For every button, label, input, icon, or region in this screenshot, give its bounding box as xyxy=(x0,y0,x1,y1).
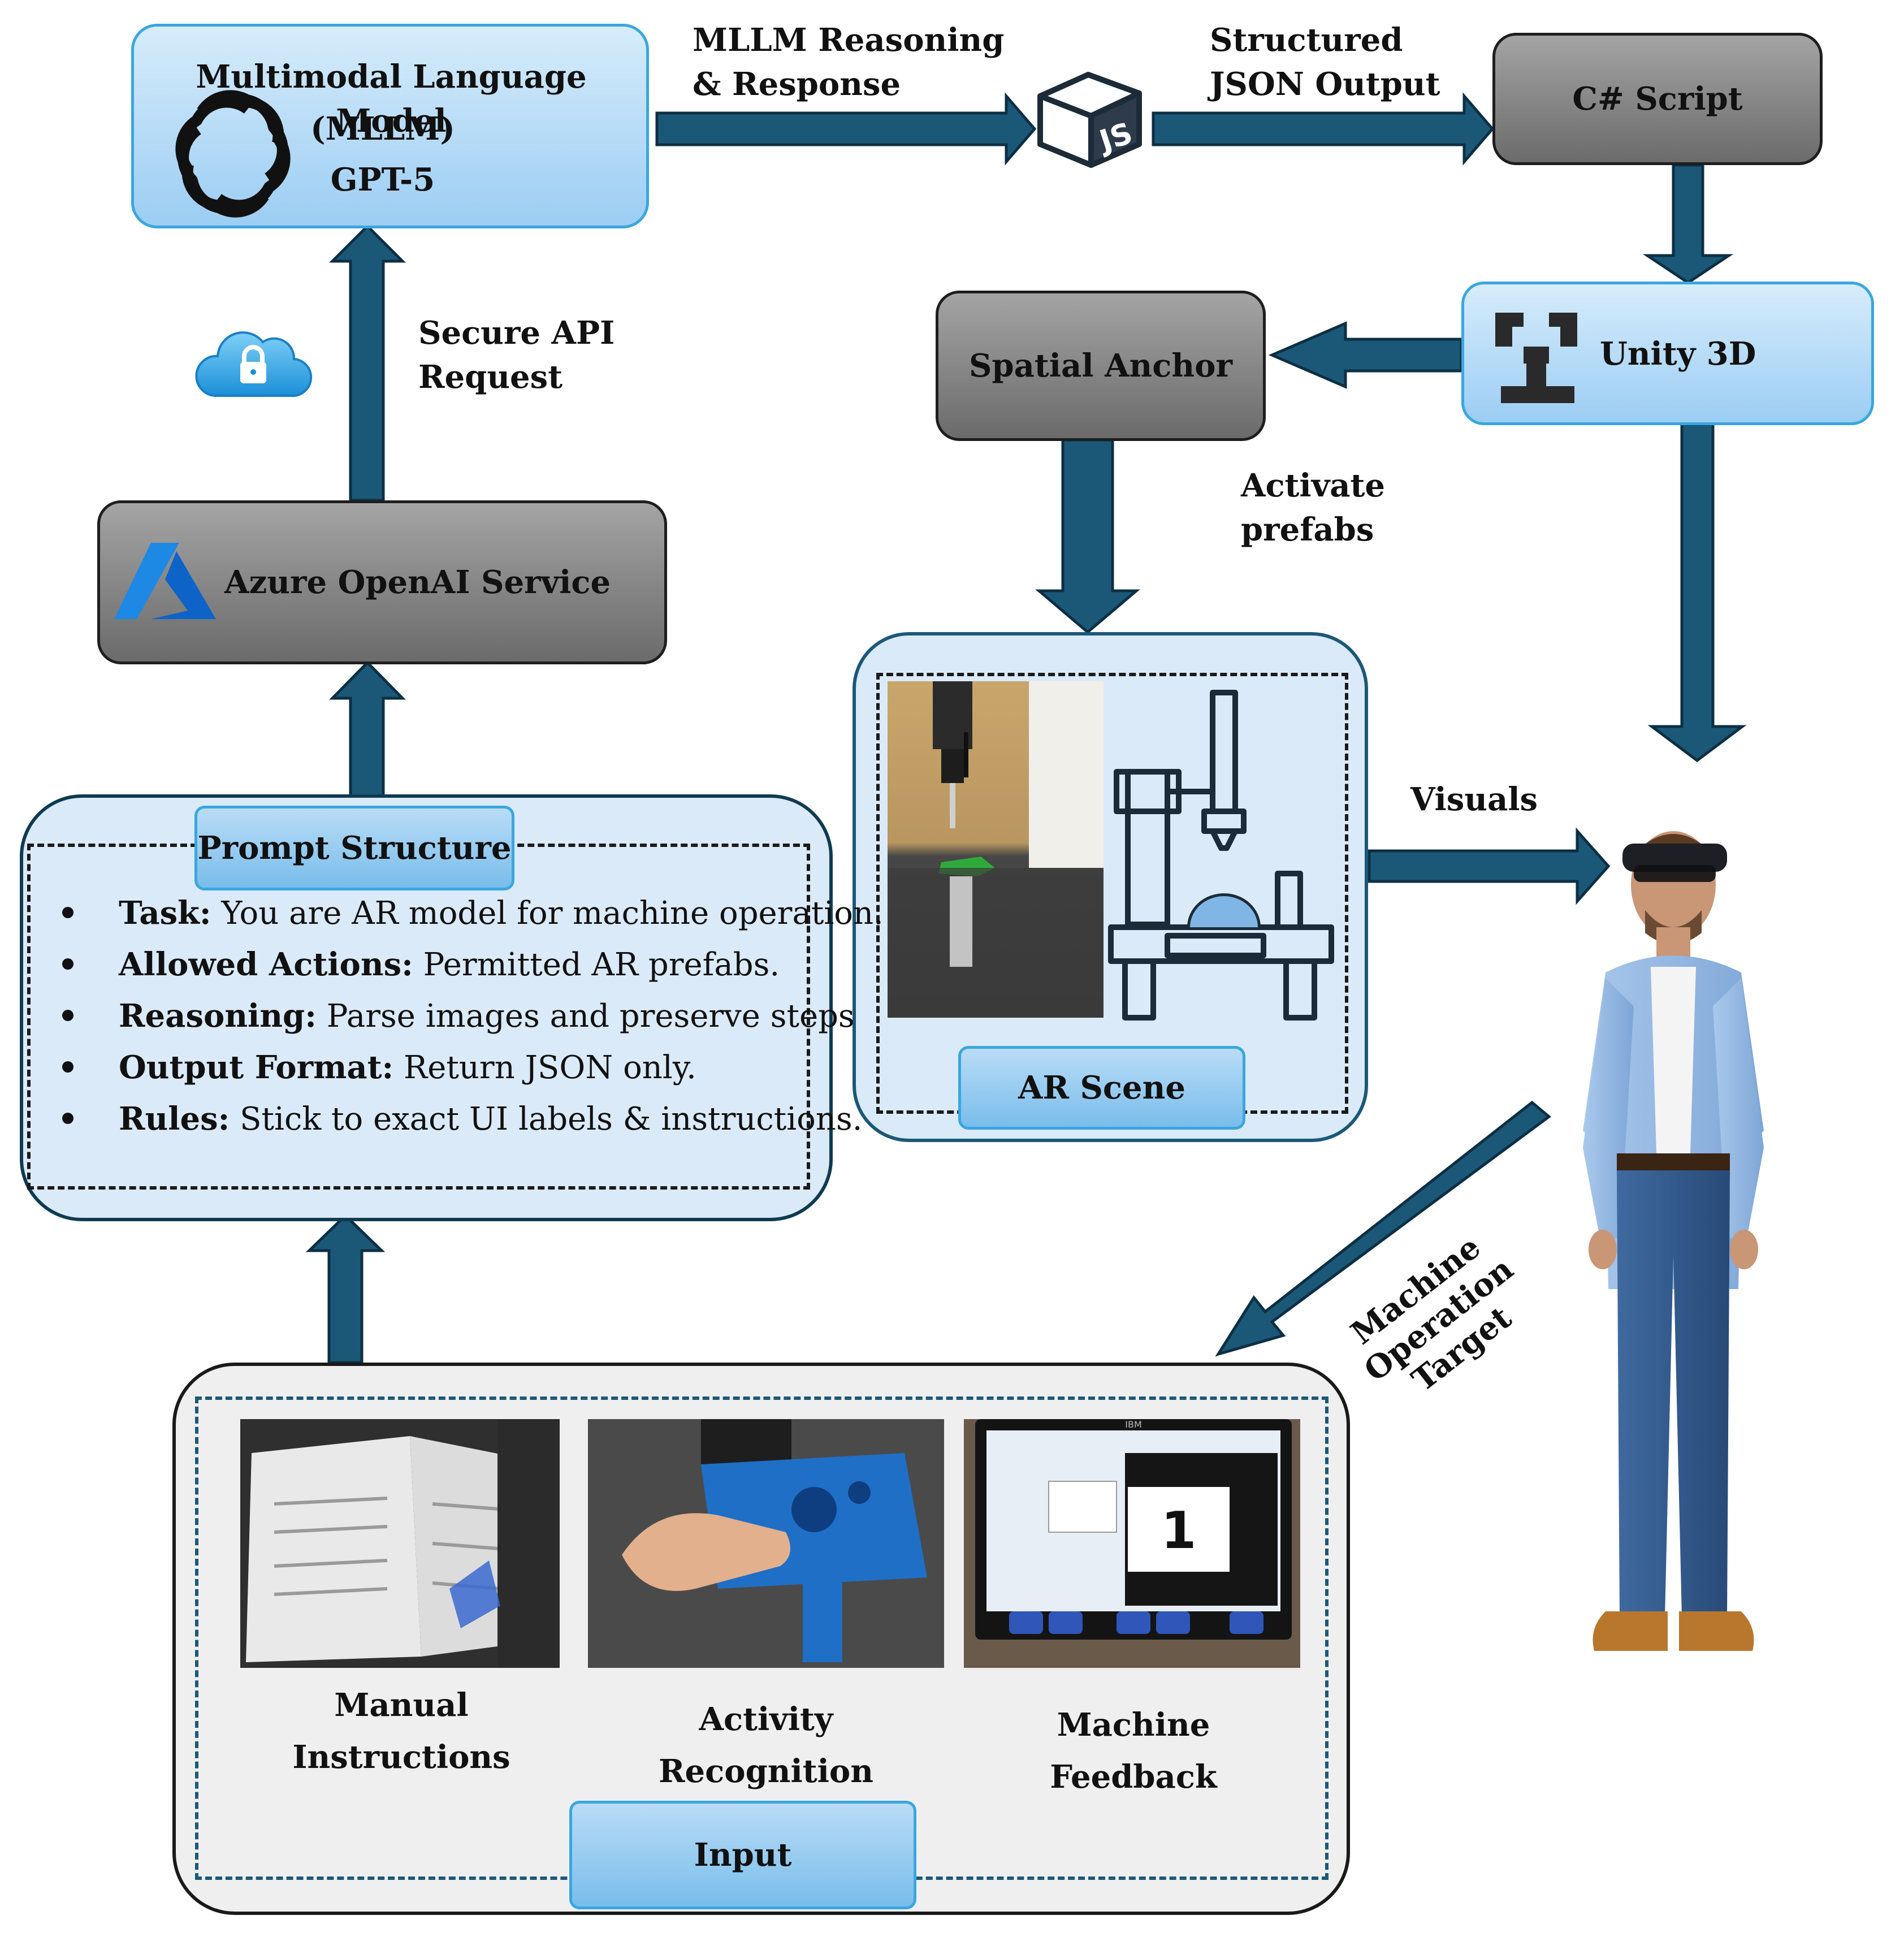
mllm-subtitle: (MLLM) xyxy=(310,110,455,148)
arrow-input-to-prompt xyxy=(305,1213,386,1364)
manual-instructions-label: Manual Instructions xyxy=(292,1687,510,1776)
input-label: Input xyxy=(569,1801,916,1909)
arrow-azure-to-mllm xyxy=(328,224,406,502)
label-mllm-reasoning: MLLM Reasoning & Response xyxy=(693,21,1005,103)
label-visuals: Visuals xyxy=(1410,781,1538,818)
spatial-anchor-box: Spatial Anchor xyxy=(936,291,1266,441)
bullet-icon xyxy=(62,1061,73,1073)
prompt-rule-item: Output Format: Return JSON only. xyxy=(51,1042,884,1093)
arrow-user-to-input xyxy=(1215,1100,1552,1357)
csharp-script-box: C# Script xyxy=(1492,33,1823,165)
mllm-box: Multimodal Language Model (MLLM) GPT-5 xyxy=(131,24,649,228)
unity-label: Unity 3D xyxy=(1600,335,1756,373)
label-secure-api: Secure API Request xyxy=(418,314,615,396)
azure-logo-icon xyxy=(114,543,216,619)
unity-box: Unity 3D xyxy=(1461,282,1874,425)
bullet-icon xyxy=(62,1113,73,1124)
csharp-script-label: C# Script xyxy=(1572,80,1743,118)
manual-instructions-photo xyxy=(240,1419,560,1668)
label-structured-json: Structured JSON Output xyxy=(1210,21,1440,103)
arrow-mllm-to-json xyxy=(655,92,1037,166)
js-cube-icon: JS xyxy=(1037,72,1142,168)
machine-feedback-photo: 1 IBM xyxy=(964,1419,1300,1668)
machine-feedback-label: Machine Feedback xyxy=(1050,1706,1217,1796)
prompt-rule-item: Reasoning: Parse images and preserve ste… xyxy=(51,991,884,1042)
prompt-rule-list: Task: You are AR model for machine opera… xyxy=(51,888,884,1145)
label-activate-prefabs: Activate prefabs xyxy=(1241,467,1386,548)
activity-recognition-label: Activity Recognition xyxy=(659,1701,873,1790)
activity-recognition-photo xyxy=(588,1419,944,1668)
spatial-anchor-label: Spatial Anchor xyxy=(969,347,1232,384)
arrow-scene-to-user xyxy=(1368,827,1611,905)
unity-logo-icon xyxy=(1495,313,1577,403)
ar-scene-label: AR Scene xyxy=(958,1046,1245,1130)
ar-scene-photo xyxy=(888,681,1104,1018)
arrow-script-to-unity xyxy=(1642,163,1734,285)
bullet-icon xyxy=(62,1010,73,1021)
machine-feedback-screen-brand: IBM xyxy=(1125,1419,1142,1430)
prompt-rule-item: Task: You are AR model for machine opera… xyxy=(51,888,884,939)
arrow-prompt-to-azure xyxy=(329,660,406,800)
bullet-icon xyxy=(62,958,73,970)
prompt-rule-item: Allowed Actions: Permitted AR prefabs. xyxy=(51,939,884,991)
machine-schematic-icon xyxy=(1108,690,1334,1021)
mllm-model: GPT-5 xyxy=(330,161,435,198)
arrow-json-to-script xyxy=(1152,92,1495,166)
arrow-unity-to-anchor xyxy=(1268,321,1463,389)
bullet-icon xyxy=(62,907,73,918)
prompt-structure-label: Prompt Structure xyxy=(194,806,514,890)
ar-headset-user-figure xyxy=(1583,831,1764,1651)
prompt-rule-item: Rules: Stick to exact UI labels & instru… xyxy=(51,1093,884,1145)
openai-logo-icon xyxy=(175,90,291,218)
azure-openai-label: Azure OpenAI Service xyxy=(224,564,611,601)
mllm-title: Multimodal Language Model xyxy=(196,58,587,140)
cloud-lock-icon xyxy=(195,331,313,397)
arrow-anchor-to-scene xyxy=(1035,438,1140,634)
azure-openai-box: Azure OpenAI Service xyxy=(97,500,667,664)
arrow-unity-to-user xyxy=(1647,422,1747,763)
machine-feedback-screen-number: 1 xyxy=(1161,1501,1197,1560)
